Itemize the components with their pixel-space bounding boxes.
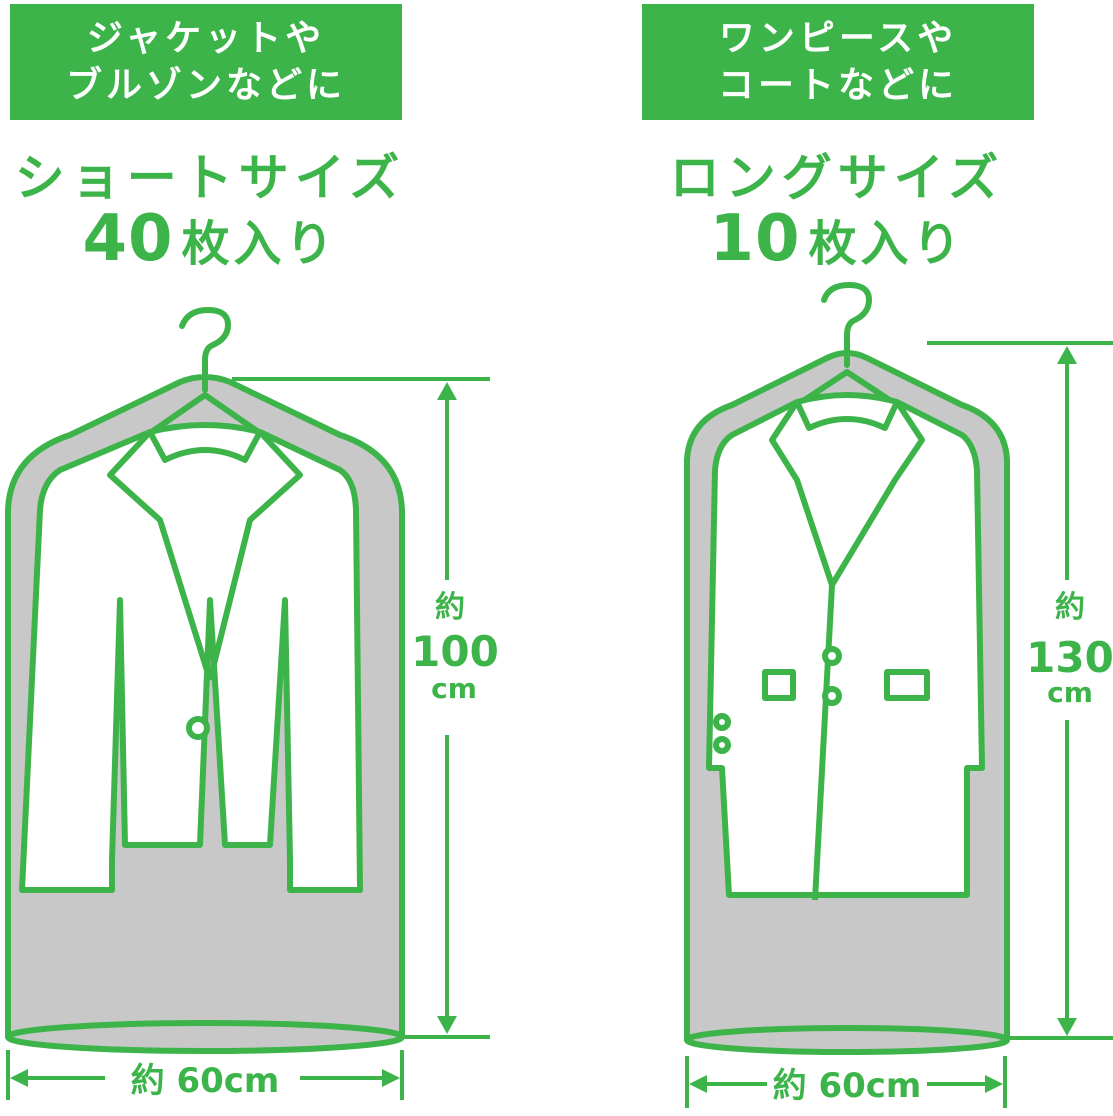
long-coat-sleeve-button-2: [713, 736, 731, 754]
long-cover-bottom-opening: [684, 1025, 1010, 1055]
short-height-prefix: 約: [435, 590, 465, 625]
short-use-case-line2: ブルゾンなどに: [65, 65, 346, 106]
long-height-dimension: [927, 341, 1113, 1040]
short-use-case-label: ジャケットや ブルゾンなどに: [10, 4, 402, 120]
long-coat-icon: [706, 392, 985, 901]
short-use-case-line1: ジャケットや: [86, 18, 326, 59]
short-width-dimension: [6, 1050, 404, 1100]
long-height-value: 130: [1026, 633, 1113, 682]
long-count-number: 10: [709, 202, 801, 276]
short-jacket-icon: [19, 422, 363, 893]
short-height-dimension: [232, 377, 490, 1039]
short-cover-bottom-opening: [5, 1020, 405, 1054]
long-coat-button-1: [822, 646, 842, 666]
short-count-number: 40: [82, 202, 174, 276]
long-count-unit: 枚入り: [808, 216, 965, 272]
short-height-value: 100: [411, 627, 499, 676]
short-jacket-button: [186, 716, 210, 740]
long-use-case-label: ワンピースや コートなどに: [642, 4, 1034, 120]
long-height-prefix: 約: [1055, 590, 1085, 625]
long-coat-button-2: [822, 686, 842, 706]
long-coat-right-pocket: [884, 669, 930, 701]
short-count-unit: 枚入り: [181, 216, 338, 272]
long-coat-sleeve-button-1: [713, 713, 731, 731]
long-use-case-line2: コートなどに: [717, 65, 958, 106]
long-height-unit: cm: [1047, 676, 1093, 709]
short-size-name: ショートサイズ: [14, 149, 406, 207]
long-width-dimension: [685, 1056, 1007, 1108]
short-garment-cover-illustration: 約 100 cm 約 60cm: [5, 306, 499, 1101]
long-coat-left-pocket: [762, 669, 796, 701]
long-garment-cover-illustration: 約 130 cm 約 60cm: [684, 281, 1113, 1108]
short-height-unit: cm: [431, 672, 477, 705]
short-width-label: 約 60cm: [131, 1061, 280, 1101]
long-size-name: ロングサイズ: [669, 149, 1005, 207]
long-width-label: 約 60cm: [773, 1066, 922, 1106]
long-use-case-line1: ワンピースや: [718, 18, 958, 59]
